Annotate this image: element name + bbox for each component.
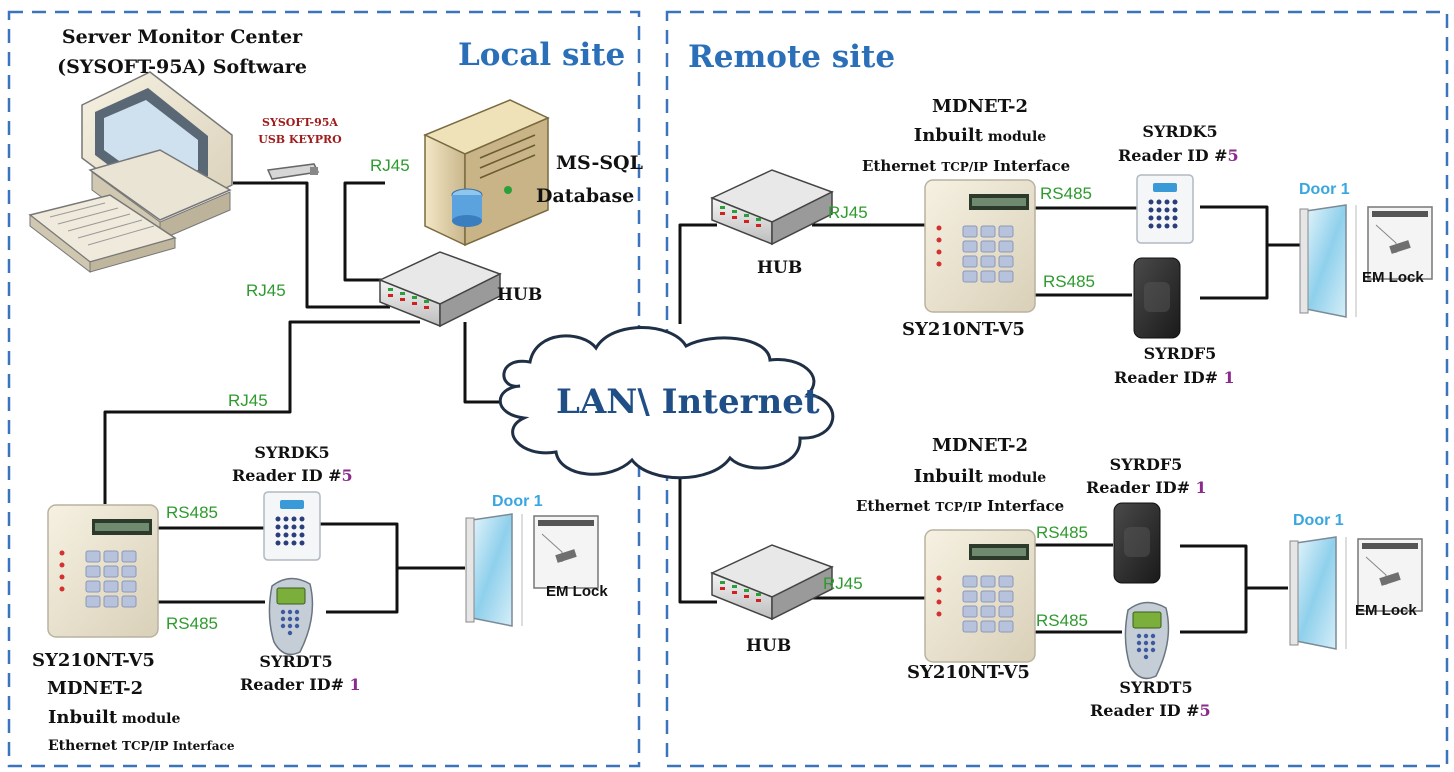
em-lock-remote2-label: EM Lock [1355,602,1417,619]
wire-cloud-hub-remote2 [678,478,717,604]
reader-remote1-bottom-name: SYRDF5 [1143,344,1217,363]
controller-local-model: SY210NT-V5 [32,650,155,671]
rj45-label-pc: RJ45 [246,281,286,300]
db-label-line1: MS-SQL [556,152,643,174]
server-title-line1: Server Monitor Center [61,26,303,48]
door-remote2-label: Door 1 [1293,512,1344,529]
wire-pc-hub [233,181,390,309]
reader-remote1-bottom-id: Reader ID# 1 [1114,368,1235,387]
wire-hub-cloud [463,322,510,404]
controller-remote1-line1: MDNET-2 [931,96,1029,117]
rs485-label-local-top: RS485 [166,503,218,522]
reader-remote1-card-icon [1133,257,1181,339]
hub-local-label: HUB [497,285,543,305]
wire-remote1-readers [1200,205,1269,300]
door-remote1-icon [1299,204,1433,318]
database-server-icon [423,99,550,247]
reader-local-bottom-name: SYRDT5 [259,652,333,671]
controller-local-icon [47,504,159,638]
server-pc-icon [28,71,233,274]
reader-local-terminal-icon [268,577,314,656]
door-remote2-icon [1289,536,1423,650]
rj45-label-local-controller: RJ45 [228,391,268,410]
server-title-line2: (SYSOFT-95A) Software [57,56,307,78]
controller-remote1-line2: Inbuilt module [913,125,1047,146]
door-local-label: Door 1 [492,493,543,510]
reader-remote1-keypad-icon [1136,174,1194,244]
rs485-label-remote2-bottom: RS485 [1036,611,1088,630]
controller-remote2-model: SY210NT-V5 [907,662,1030,683]
wire-db-hub [343,181,390,282]
em-lock-local-label: EM Lock [546,583,608,600]
controller-remote2-icon [924,529,1036,663]
lan-internet-cloud [498,326,835,480]
usb-keypro-icon [266,163,320,180]
controller-remote1-line3: Ethernet TCP/IP Interface [862,157,1071,175]
wire-local-readers [318,522,399,614]
rs485-label-remote2-top: RS485 [1036,523,1088,542]
reader-remote2-top-name: SYRDF5 [1109,455,1183,474]
wire-hub-controller [103,320,420,504]
reader-remote2-terminal-icon [1124,601,1170,680]
hub-remote2-label: HUB [746,636,792,656]
db-label-line2: Database [536,185,635,207]
keypro-label-line2: USB KEYPRO [258,133,342,146]
wire-remote2-readers [1180,544,1248,634]
reader-remote1-top-name: SYRDK5 [1142,122,1218,141]
controller-local-line2: Inbuilt module [48,707,181,728]
reader-remote2-bottom-id: Reader ID #5 [1090,701,1211,720]
wires [103,181,1300,634]
reader-remote2-bottom-name: SYRDT5 [1119,678,1193,697]
hub-local-icon [379,251,501,327]
rs485-label-local-bottom: RS485 [166,614,218,633]
hub-remote1-icon [711,169,833,245]
reader-local-top-id: Reader ID #5 [232,466,353,485]
lan-internet-label: LAN\ Internet [556,382,820,422]
reader-remote2-top-id: Reader ID# 1 [1086,478,1207,497]
reader-local-keypad-icon [263,491,321,561]
reader-local-bottom-id: Reader ID# 1 [240,675,361,694]
door-local-icon [465,513,599,627]
wire-cloud-hub-remote1 [678,223,717,324]
rj45-label-db: RJ45 [370,156,410,175]
controller-remote1-icon [924,179,1036,313]
reader-local-top-name: SYRDK5 [254,443,330,462]
hub-remote2-icon [711,544,833,620]
controller-remote2-line2: Inbuilt module [913,466,1047,487]
remote-site-title: Remote site [688,39,896,75]
controller-remote1-model: SY210NT-V5 [902,319,1025,340]
rj45-label-remote2: RJ45 [823,574,863,593]
controller-local-line1: MDNET-2 [47,678,144,699]
door-remote1-label: Door 1 [1299,181,1350,198]
reader-remote2-card-icon [1113,502,1161,584]
rs485-label-remote1-top: RS485 [1040,184,1092,203]
rj45-label-remote1: RJ45 [828,203,868,222]
hub-remote1-label: HUB [757,258,803,278]
controller-remote2-line1: MDNET-2 [931,435,1029,456]
em-lock-remote1-label: EM Lock [1362,269,1424,286]
rs485-label-remote1-bottom: RS485 [1043,272,1095,291]
reader-remote1-top-id: Reader ID #5 [1118,146,1239,165]
controller-local-line3: Ethernet TCP/IP Interface [48,738,235,754]
controller-remote2-line3: Ethernet TCP/IP Interface [856,497,1065,515]
local-site-title: Local site [458,37,626,73]
keypro-label-line1: SYSOFT-95A [262,116,338,129]
